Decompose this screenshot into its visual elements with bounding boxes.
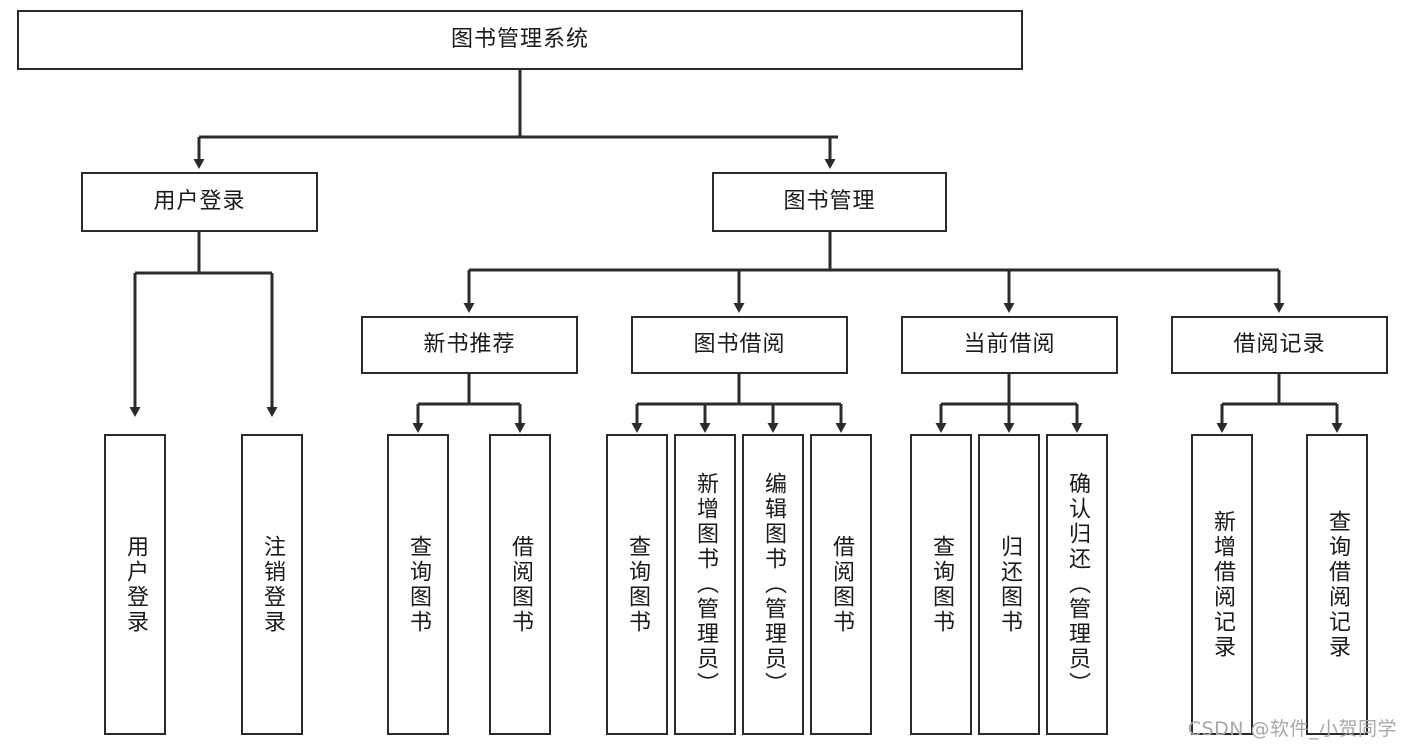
node-book-manage[interactable]: 图书管理: [712, 172, 947, 232]
node-leaf-query-book-1[interactable]: 查询图书: [387, 434, 449, 735]
node-label: 归还图书: [997, 534, 1022, 635]
csdn-watermark: CSDN @软件_小贺同学: [1187, 718, 1397, 740]
node-label: 借阅记录: [1233, 331, 1326, 357]
node-label: 借阅图书: [829, 534, 854, 635]
node-label: 确认归还（管理员）: [1065, 472, 1090, 697]
node-leaf-query-book-2[interactable]: 查询图书: [606, 434, 668, 735]
node-book-borrow[interactable]: 图书借阅: [631, 316, 848, 374]
node-leaf-add-book[interactable]: 新增图书（管理员）: [674, 434, 736, 735]
node-label: 查询借阅记录: [1325, 509, 1350, 660]
node-leaf-query-book-3[interactable]: 查询图书: [910, 434, 972, 735]
node-label: 借阅图书: [508, 534, 533, 635]
node-label: 图书管理: [783, 188, 876, 214]
node-leaf-return-book[interactable]: 归还图书: [978, 434, 1040, 735]
node-leaf-confirm-return[interactable]: 确认归还（管理员）: [1046, 434, 1108, 735]
node-leaf-edit-book[interactable]: 编辑图书（管理员）: [742, 434, 804, 735]
node-leaf-user-login[interactable]: 用户登录: [104, 434, 166, 735]
node-label: 图书管理系统: [450, 26, 589, 52]
node-leaf-borrow-book-2[interactable]: 借阅图书: [810, 434, 872, 735]
node-leaf-borrow-book-1[interactable]: 借阅图书: [489, 434, 551, 735]
node-label: 查询图书: [929, 534, 954, 635]
node-leaf-query-borrow-record[interactable]: 查询借阅记录: [1306, 434, 1368, 735]
node-label: 用户登录: [123, 534, 148, 635]
node-leaf-logout-login[interactable]: 注销登录: [241, 434, 303, 735]
node-new-book-recommend[interactable]: 新书推荐: [361, 316, 578, 374]
node-label: 新增图书（管理员）: [693, 472, 718, 697]
node-label: 查询图书: [406, 534, 431, 635]
node-label: 用户登录: [153, 188, 246, 214]
node-borrow-record[interactable]: 借阅记录: [1171, 316, 1388, 374]
node-current-borrow[interactable]: 当前借阅: [901, 316, 1118, 374]
node-label: 新增借阅记录: [1210, 509, 1235, 660]
node-leaf-add-borrow-record[interactable]: 新增借阅记录: [1191, 434, 1253, 735]
node-label: 查询图书: [625, 534, 650, 635]
node-label: 新书推荐: [423, 331, 516, 357]
node-user-login[interactable]: 用户登录: [81, 172, 318, 232]
node-label: 图书借阅: [693, 331, 786, 357]
node-label: 当前借阅: [963, 331, 1056, 357]
node-label: 注销登录: [260, 534, 285, 635]
node-label: 编辑图书（管理员）: [761, 472, 786, 697]
node-book-management-system[interactable]: 图书管理系统: [17, 10, 1023, 70]
